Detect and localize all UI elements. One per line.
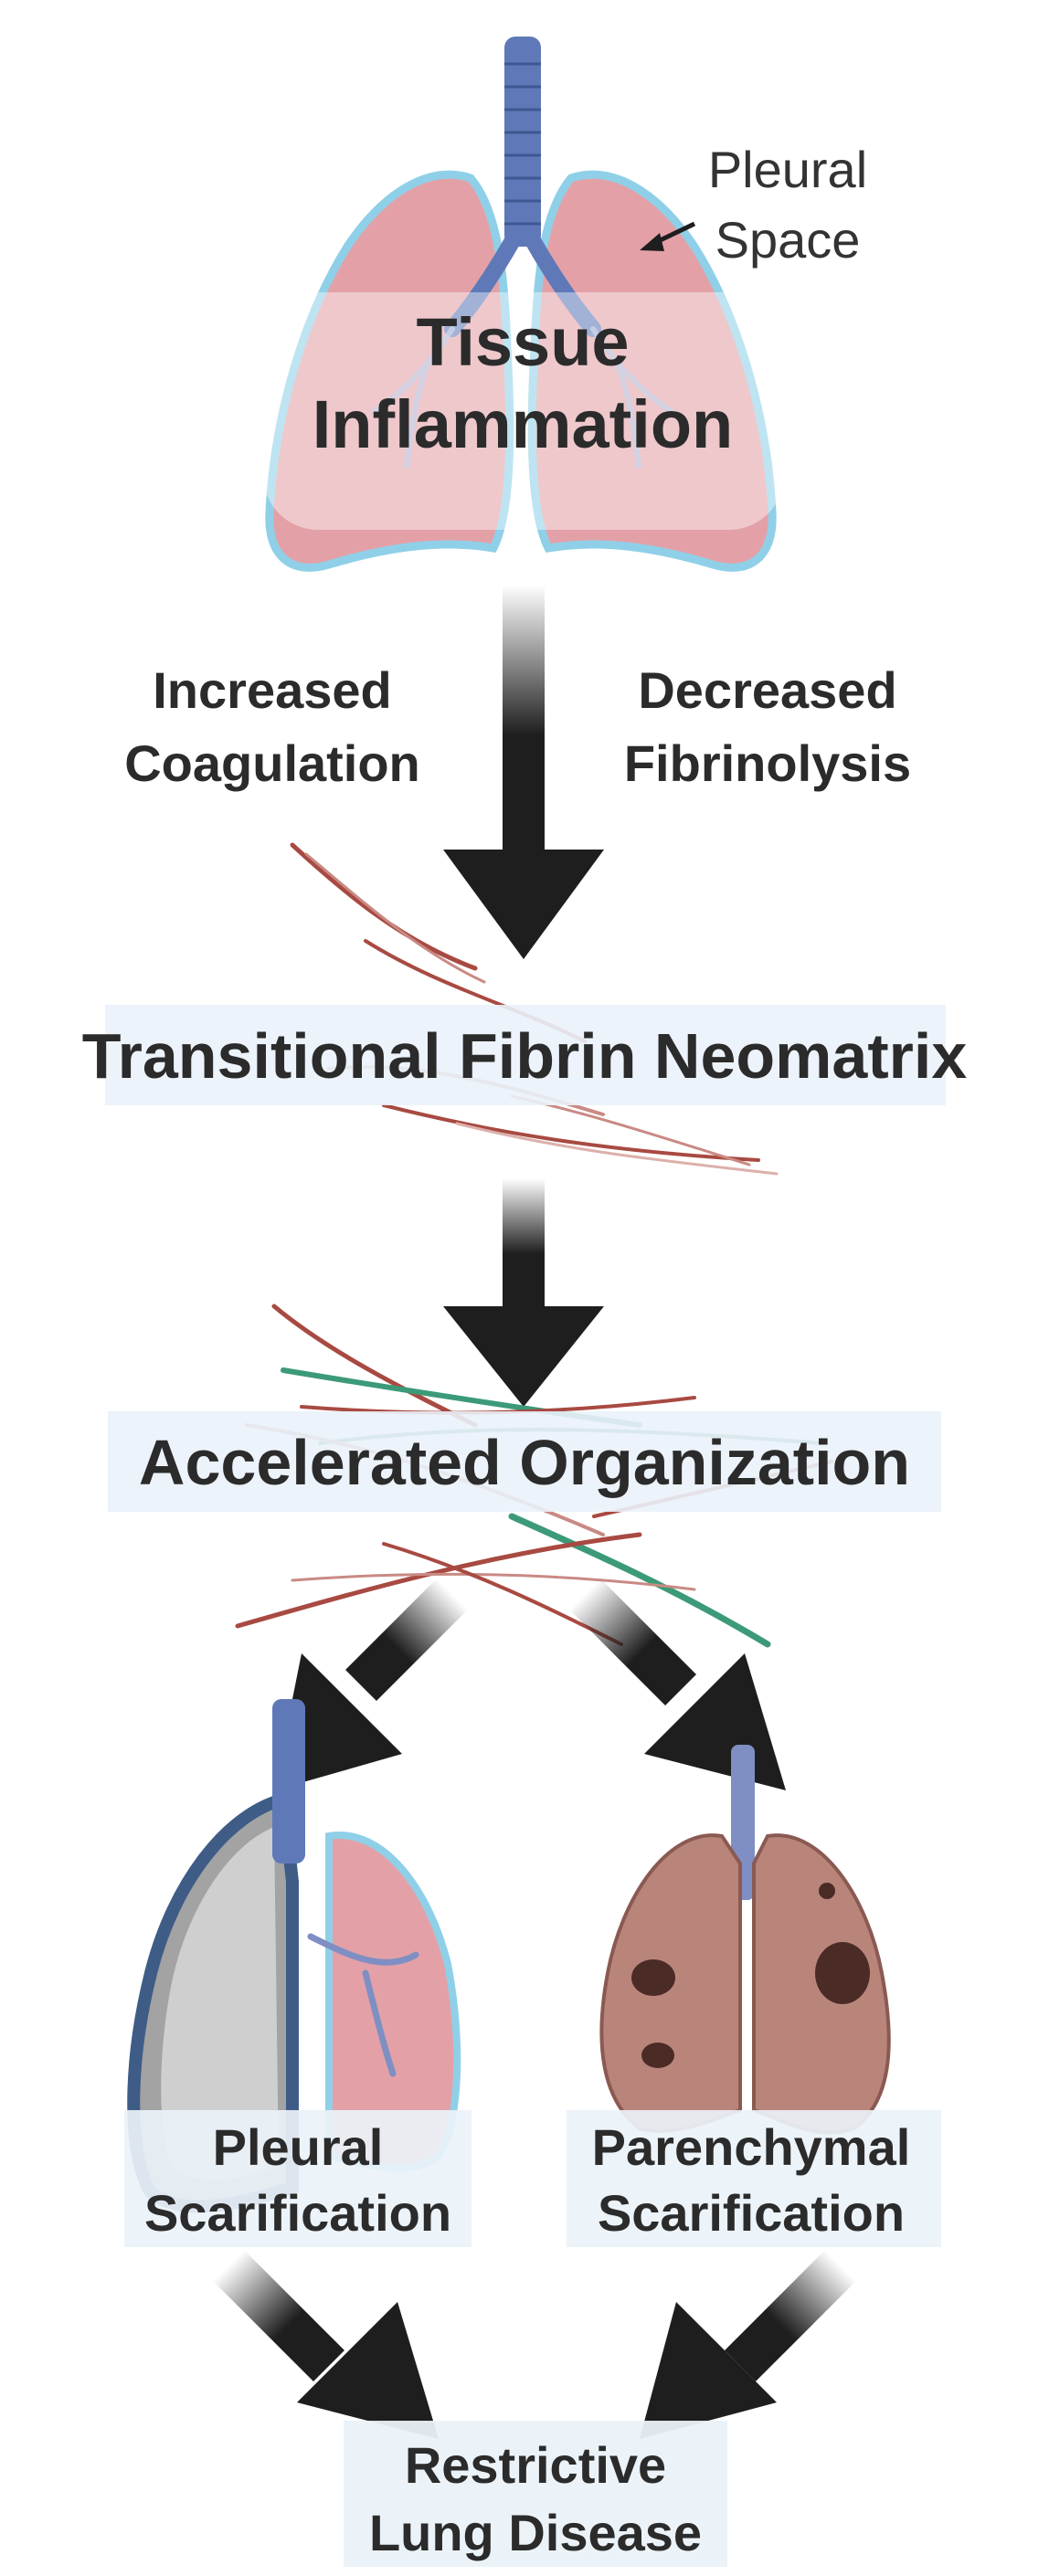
decreased-fibrinolysis-line-1: Decreased <box>638 661 896 719</box>
increased-coagulation-line-2: Coagulation <box>124 734 420 792</box>
pleural-space-label-1: Pleural <box>708 141 867 198</box>
parenchymal-scarification-box <box>567 2110 941 2247</box>
lung-disease-line-2: Lung Disease <box>369 2504 702 2561</box>
arrow-down-2 <box>443 1178 604 1407</box>
decreased-fibrinolysis-line-2: Fibrinolysis <box>624 734 911 792</box>
arrow-converge-right <box>640 2250 856 2439</box>
final-outcome-box <box>344 2421 727 2567</box>
pleural-scarification-line-1: Pleural <box>213 2118 384 2176</box>
increased-coagulation-line-1: Increased <box>153 661 392 719</box>
left-lung-icon <box>265 170 514 572</box>
pleural-space-label-2: Space <box>715 211 861 269</box>
bronchial-tree-icon <box>372 326 673 469</box>
pleural-scarification-line-2: Scarification <box>144 2184 451 2242</box>
pleural-scarification-box <box>124 2110 472 2247</box>
transitional-fibrin-neomatrix-label: Transitional Fibrin Neomatrix <box>82 1020 968 1092</box>
parenchymal-scarification-line-1: Parenchymal <box>592 2118 911 2176</box>
arrow-down-right <box>569 1578 786 1790</box>
title-line-2: Inflammation <box>313 386 733 462</box>
organization-box <box>108 1411 941 1512</box>
parenchymal-scarification-line-2: Scarification <box>598 2184 905 2242</box>
arrow-converge-left <box>213 2250 439 2439</box>
transitional-box <box>105 1005 946 1105</box>
right-lung-icon <box>527 170 777 572</box>
parenchymal-scarred-lungs-icon <box>599 1745 891 2135</box>
pleural-scarred-lungs-icon <box>127 1699 461 2213</box>
arrow-down-1 <box>443 585 604 959</box>
lungs-inflamed-icon <box>265 37 777 572</box>
trachea-icon <box>444 37 601 337</box>
arrow-down-left <box>274 1578 468 1790</box>
accelerated-organization-label: Accelerated Organization <box>139 1427 910 1498</box>
restrictive-line-1: Restrictive <box>405 2436 666 2494</box>
title-line-1: Tissue <box>416 304 629 380</box>
title-box <box>263 292 784 530</box>
